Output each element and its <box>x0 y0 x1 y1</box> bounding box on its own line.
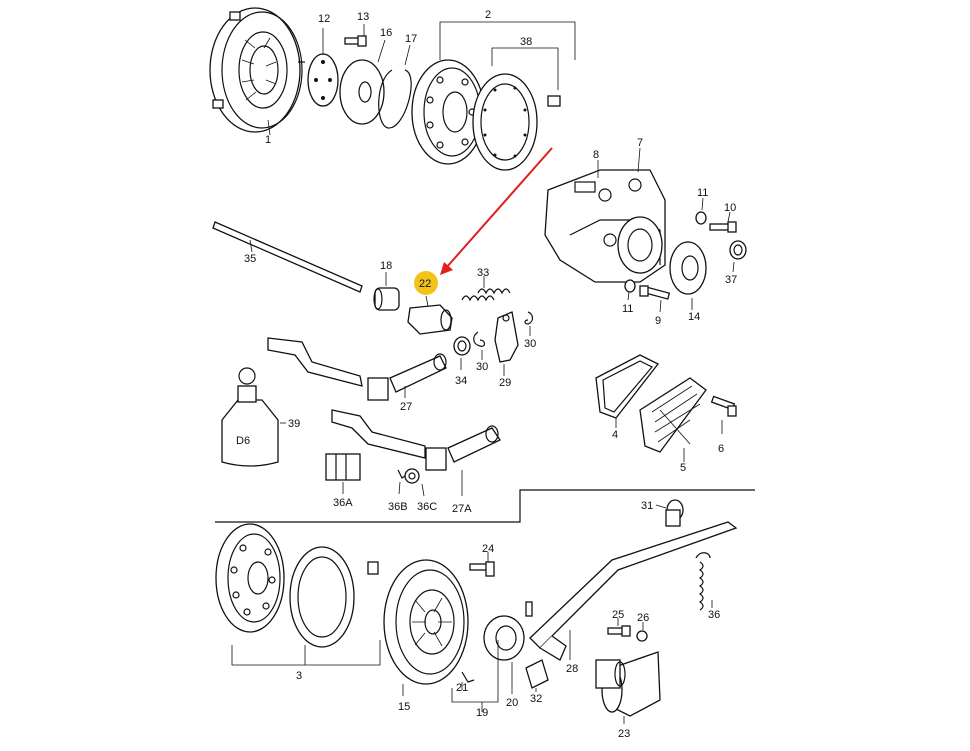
label-26: 26 <box>637 612 649 624</box>
bolt-part-6 <box>710 395 737 434</box>
label-36: 36 <box>708 609 720 621</box>
label-20: 20 <box>506 697 518 709</box>
pressure-plate-part-15 <box>383 559 469 696</box>
lever-part-29 <box>494 311 519 376</box>
highlight-marker-22 <box>414 271 438 295</box>
release-shaft-part-27 <box>267 337 447 401</box>
label-29: 29 <box>499 377 511 389</box>
label-27: 27 <box>400 401 412 413</box>
label-9: 9 <box>655 315 661 327</box>
label-36a: 36A <box>333 497 353 509</box>
bracket-part-3 <box>231 640 381 666</box>
label-11-upper: 11 <box>697 187 708 199</box>
label-5: 5 <box>680 462 686 474</box>
clip-part-30-left <box>473 331 486 360</box>
label-1: 1 <box>265 134 271 146</box>
label-16: 16 <box>380 27 392 39</box>
bracket-part-2 <box>439 21 576 60</box>
thrust-ring-part-16 <box>339 39 386 125</box>
section-divider <box>215 489 755 523</box>
label-28: 28 <box>566 663 578 675</box>
label-12: 12 <box>318 13 330 25</box>
label-33: 33 <box>477 267 489 279</box>
label-31: 31 <box>641 500 653 512</box>
label-7: 7 <box>637 137 643 149</box>
label-18: 18 <box>380 260 392 272</box>
nut-part-36c <box>404 468 425 497</box>
spring-part-36 <box>695 552 713 611</box>
label-11-lower: 11 <box>622 303 633 315</box>
circlip-part-17 <box>378 44 412 129</box>
bracket-part-38 <box>491 47 559 90</box>
label-24: 24 <box>482 543 494 555</box>
bolt-part-13 <box>344 24 367 47</box>
oil-bottle-part-39 <box>221 367 286 467</box>
clip-part-21 <box>461 671 475 690</box>
bushing-part-31 <box>655 499 684 527</box>
nut-part-26 <box>636 622 648 642</box>
label-19: 19 <box>476 707 488 719</box>
clip-part-30-right <box>524 311 534 336</box>
label-39: 39 <box>288 418 300 430</box>
cover-part-5 <box>639 377 707 462</box>
highlight-arrow <box>440 147 553 275</box>
seal-part-11-upper <box>695 197 707 225</box>
label-30-right: 30 <box>524 338 536 350</box>
bracket-part-19 <box>451 640 499 712</box>
label-23: 23 <box>618 728 630 740</box>
gasket-part-4 <box>595 354 659 428</box>
bolt-part-25 <box>607 618 631 637</box>
guide-tube-part-23 <box>595 651 661 724</box>
ring-part-34 <box>453 336 471 370</box>
label-14: 14 <box>688 311 700 323</box>
disc-lining-part-38 <box>472 73 561 171</box>
bolt-part-9 <box>639 285 671 313</box>
clutch-disc-part-3 <box>215 523 285 633</box>
label-10: 10 <box>724 202 736 214</box>
label-4: 4 <box>612 429 618 441</box>
gearbox-housing-part-7-8 <box>544 147 666 283</box>
label-34: 34 <box>455 375 467 387</box>
release-bearing-part-20 <box>483 601 533 694</box>
bolt-part-10 <box>709 211 737 233</box>
lever-clamp-part-36a <box>325 453 361 494</box>
fork-lever-part-28 <box>529 521 738 661</box>
pressure-plate-part-1 <box>209 7 305 136</box>
label-8: 8 <box>593 149 599 161</box>
oil-bottle-label: D6 <box>236 435 250 447</box>
label-15: 15 <box>398 701 410 713</box>
flange-plate-part-12 <box>307 28 339 107</box>
guide-sleeve-part-32 <box>525 659 549 692</box>
disc-lining-part-3 <box>289 546 379 648</box>
label-6: 6 <box>718 443 724 455</box>
label-36b: 36B <box>388 501 408 513</box>
label-30-left: 30 <box>476 361 488 373</box>
label-17: 17 <box>405 33 417 45</box>
pushrod-part-35 <box>212 221 363 293</box>
label-22: 22 <box>419 278 431 290</box>
label-3: 3 <box>296 670 302 682</box>
bolt-part-24 <box>469 552 495 577</box>
seal-part-14 <box>669 241 707 310</box>
bushing-part-22 <box>407 295 453 335</box>
washer-part-11-lower <box>624 279 636 301</box>
label-37: 37 <box>725 274 737 286</box>
label-36c: 36C <box>417 501 437 513</box>
label-32: 32 <box>530 693 542 705</box>
label-13: 13 <box>357 11 369 23</box>
label-21: 21 <box>456 682 468 694</box>
label-38: 38 <box>520 36 532 48</box>
release-shaft-part-27a <box>331 409 501 496</box>
bushing-part-18 <box>373 272 400 311</box>
cap-part-37 <box>729 240 747 273</box>
label-27a: 27A <box>452 503 472 515</box>
label-2: 2 <box>485 9 491 21</box>
label-25: 25 <box>612 609 624 621</box>
springs-part-33 <box>461 276 511 302</box>
label-35: 35 <box>244 253 256 265</box>
